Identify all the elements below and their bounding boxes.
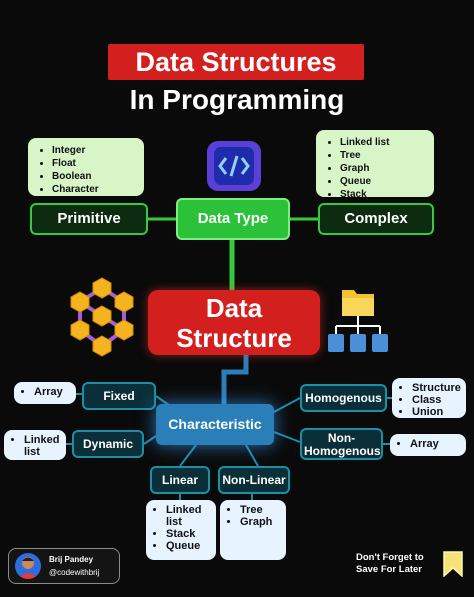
data-structure-line-2: Structure <box>176 323 292 353</box>
hexagon-network-icon <box>58 274 146 360</box>
list-item: Tree <box>240 504 282 516</box>
list-item: Stack <box>166 528 212 540</box>
folder-tree-icon <box>326 286 392 356</box>
primitive-types-note: Integer Float Boolean Character <box>28 138 144 196</box>
list-item: Linked list <box>24 434 62 458</box>
data-type-box: Data Type <box>176 198 290 240</box>
connector-homogenous <box>273 397 301 413</box>
non-homogenous-box: Non-Homogenous <box>300 428 383 460</box>
connector-dynamic <box>143 435 157 445</box>
non-linear-note: Tree Graph <box>220 500 286 560</box>
connector-nonlinear <box>245 444 259 467</box>
list-item: Queue <box>340 175 428 188</box>
dynamic-note: Linked list <box>4 430 66 460</box>
list-item: Boolean <box>52 170 138 183</box>
save-line-2: Save For Later <box>356 564 422 575</box>
linear-note: Linked list Stack Queue <box>146 500 216 560</box>
avatar <box>15 553 41 579</box>
title-line-1: Data Structures <box>108 44 364 80</box>
list-item: Float <box>52 157 138 170</box>
data-structure-box: Data Structure <box>148 290 320 355</box>
list-item: Union <box>412 406 462 418</box>
primitive-box: Primitive <box>30 203 148 235</box>
complex-box: Complex <box>318 203 434 235</box>
data-structure-line-1: Data <box>205 293 263 323</box>
list-item: Graph <box>240 516 282 528</box>
list-item: Integer <box>52 144 138 157</box>
list-item: Linked list <box>166 504 201 528</box>
save-reminder: Don't Forget to Save For Later <box>356 552 442 576</box>
author-name: Brij Pandey <box>49 555 94 564</box>
list-item: Stack <box>340 188 428 201</box>
non-homogenous-note: Array <box>390 434 466 456</box>
code-icon <box>206 140 262 192</box>
list-item: Linked list <box>340 136 428 149</box>
list-item: Graph <box>340 162 428 175</box>
homogenous-box: Homogenous <box>300 384 387 412</box>
connector-nonhomogenous <box>273 431 301 443</box>
list-item: Array <box>410 438 462 450</box>
author-handle: @codewithbrij <box>49 568 100 577</box>
list-item: Class <box>412 394 462 406</box>
complex-types-note: Linked list Tree Graph Queue Stack <box>316 130 434 200</box>
homogenous-note: Structure Class Union <box>392 378 466 418</box>
list-item: Structure <box>412 382 462 394</box>
linear-box: Linear <box>150 466 210 494</box>
author-badge: Brij Pandey @codewithbrij <box>8 548 120 584</box>
list-item: Queue <box>166 540 212 552</box>
save-line-1: Don't Forget to <box>356 552 424 563</box>
fixed-note: Array <box>14 382 76 404</box>
list-item: Tree <box>340 149 428 162</box>
list-item: Array <box>34 386 72 398</box>
connector-center-characteristic <box>221 355 249 404</box>
title-line-2: In Programming <box>129 84 345 115</box>
list-item: Character <box>52 183 138 196</box>
non-linear-box: Non-Linear <box>218 466 290 494</box>
fixed-box: Fixed <box>82 382 156 410</box>
connector-linear <box>179 444 197 467</box>
bookmark-icon <box>443 551 463 578</box>
dynamic-box: Dynamic <box>72 430 144 458</box>
characteristic-box: Characteristic <box>156 404 274 445</box>
